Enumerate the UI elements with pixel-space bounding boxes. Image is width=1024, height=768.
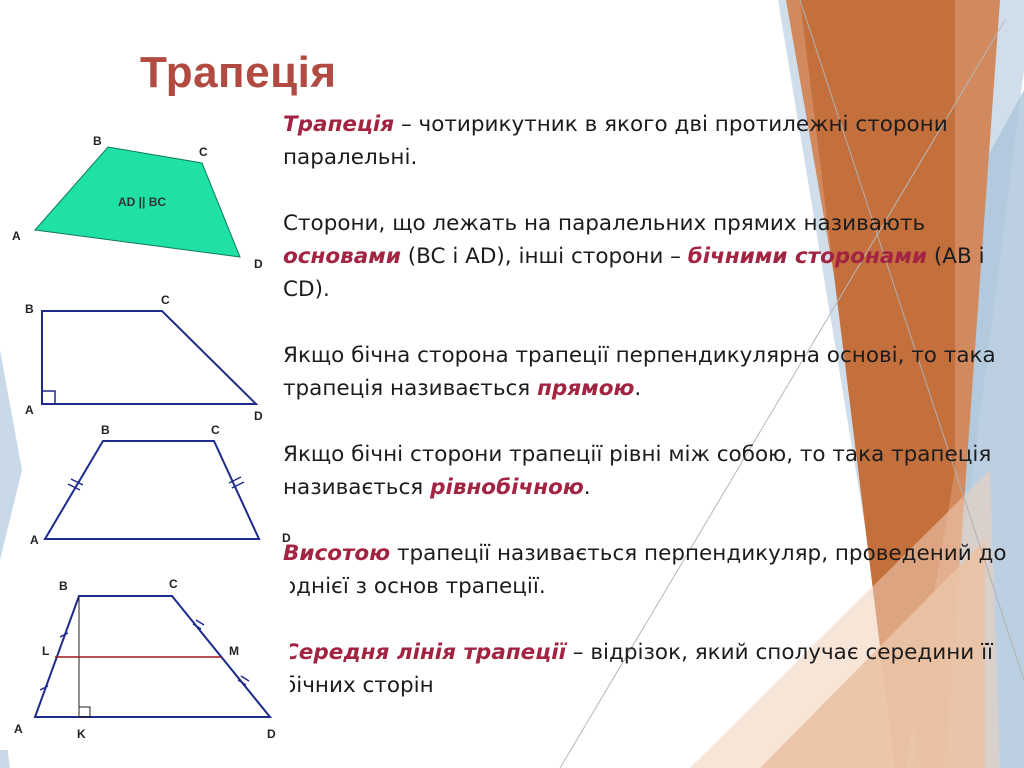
- height-paragraph: Висотою трапеції називається перпендикул…: [283, 537, 1008, 603]
- vertex-label-d: D: [254, 409, 263, 423]
- vertex-label-a: A: [30, 533, 39, 547]
- right-trapezoid-shape: [41, 310, 259, 405]
- term-trapezoid: Трапеція: [283, 112, 395, 137]
- right-trapezoid-paragraph: Якщо бічна сторона трапеції перпендикуля…: [283, 339, 1008, 405]
- trapezoid-with-height-shape: [33, 595, 273, 718]
- parallel-note: AD || BC: [118, 195, 166, 209]
- right-trapezoid-figure: B C A D: [25, 293, 263, 423]
- term-midline: Середня лінія трапеції: [283, 640, 566, 665]
- vertex-label-c: C: [211, 423, 220, 437]
- definition-text: – чотирикутник в якого дві протилежні ст…: [283, 112, 948, 170]
- isosceles-text-2: .: [583, 475, 591, 500]
- equal-side-ticks-left: [67, 478, 84, 491]
- vertex-label-d: D: [254, 257, 263, 271]
- isosceles-text-1: Якщо бічні сторони трапеції рівні між со…: [283, 442, 992, 500]
- slide-body: Трапеція – чотирикутник в якого дві прот…: [283, 108, 1008, 702]
- point-label-m: M: [229, 644, 239, 658]
- height-midline-figure: B C L M A K D: [0, 570, 290, 750]
- vertex-label-c: C: [199, 145, 208, 159]
- term-lateral-sides: бічними сторонами: [687, 244, 928, 269]
- trapezoid-shape-filled: [34, 146, 241, 258]
- sides-text-1: Сторони, що лежать на паралельних прямих…: [283, 211, 926, 236]
- isosceles-trapezoid-shape: [43, 440, 261, 540]
- slide-title: Трапеція: [140, 48, 337, 97]
- vertex-label-d: D: [282, 531, 291, 545]
- vertex-label-b: B: [93, 134, 102, 148]
- trapezoid-figure-filled: AD || BC A B C D: [12, 134, 263, 271]
- midline-text: – відрізок, який сполучає середини її бі…: [283, 640, 994, 698]
- height-right-angle-mark: [78, 706, 91, 718]
- sides-paragraph: Сторони, що лежать на паралельних прямих…: [283, 207, 1008, 306]
- sides-text-3: (AB і CD).: [283, 244, 985, 302]
- height-text: трапеції називається перпендикуляр, пров…: [283, 541, 1007, 599]
- right-text-1: Якщо бічна сторона трапеції перпендикуля…: [283, 343, 996, 401]
- point-label-l: L: [42, 644, 49, 658]
- right-text-2: .: [634, 376, 642, 401]
- sides-text-2: (BC і AD), інші сторони –: [400, 244, 688, 269]
- term-isosceles: рівнобічною: [430, 475, 584, 500]
- vertex-label-b: B: [25, 302, 34, 316]
- vertex-label-c: C: [169, 577, 178, 591]
- vertex-label-b: B: [59, 579, 68, 593]
- term-height: Висотою: [283, 541, 391, 566]
- isosceles-paragraph: Якщо бічні сторони трапеції рівні між со…: [283, 438, 1008, 504]
- isosceles-trapezoid-figure: B C A D: [30, 423, 291, 547]
- midline-ticks: [39, 619, 250, 691]
- vertex-label-a: A: [12, 229, 21, 243]
- definition-paragraph: Трапеція – чотирикутник в якого дві прот…: [283, 108, 1008, 174]
- point-label-k: K: [77, 727, 86, 741]
- term-bases: основами: [283, 244, 401, 269]
- figure-panel-background: [0, 570, 290, 750]
- vertex-label-a: A: [14, 722, 23, 736]
- midline-paragraph: Середня лінія трапеції – відрізок, який …: [283, 636, 1008, 702]
- vertex-label-d: D: [267, 727, 276, 741]
- equal-side-ticks-right: [228, 476, 245, 489]
- vertex-label-b: B: [101, 423, 110, 437]
- right-angle-mark: [41, 390, 56, 405]
- vertex-label-c: C: [161, 293, 170, 307]
- term-right: прямою: [537, 376, 635, 401]
- vertex-label-a: A: [25, 403, 34, 417]
